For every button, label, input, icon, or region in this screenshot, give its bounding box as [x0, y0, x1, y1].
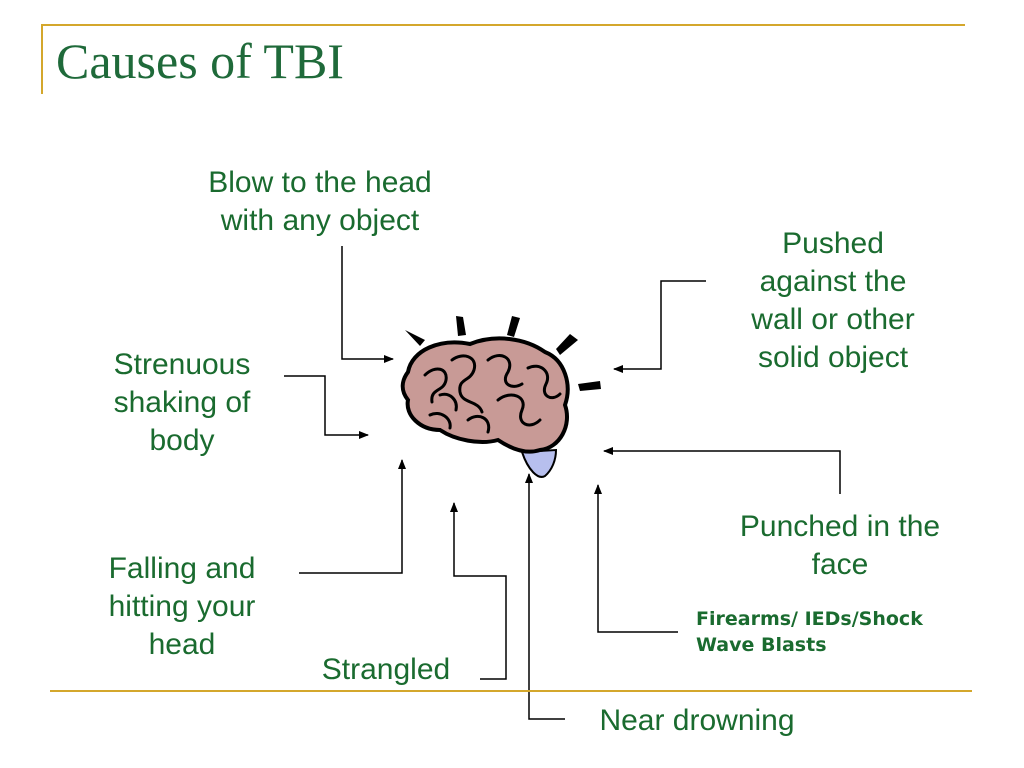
cause-label-blow: Blow to the head with any object	[208, 166, 432, 237]
connector-punched	[603, 447, 841, 494]
slide-title: Causes of TBI	[56, 33, 344, 89]
cause-label-falling: Falling and hitting your head	[108, 552, 256, 661]
cause-label-shaking: Strenuous shaking of body	[113, 348, 251, 457]
brain-icon	[400, 336, 570, 478]
footer-rule	[50, 690, 972, 692]
connector-strangled	[450, 502, 507, 680]
connector-drowning	[525, 473, 565, 720]
cause-label-pushed: Pushed against the wall or other solid o…	[751, 227, 915, 374]
connector-pushed	[613, 280, 706, 373]
title-accent-horizontal	[41, 24, 965, 26]
cause-label-strangled: Strangled	[321, 653, 451, 686]
title-accent-vertical	[41, 24, 43, 94]
connector-shaking	[284, 375, 369, 439]
brainstem	[520, 448, 558, 478]
cause-label-punched: Punched in the face	[739, 510, 941, 581]
brain-outline	[400, 336, 570, 454]
cause-label-firearms: Firearms/ IEDs/Shock Wave Blasts	[696, 608, 923, 656]
connector-blow	[341, 246, 394, 363]
connector-falling	[299, 459, 406, 574]
cause-label-drowning: Near drowning	[599, 704, 795, 737]
impact-marks	[405, 316, 601, 391]
connector-firearms	[594, 484, 678, 633]
